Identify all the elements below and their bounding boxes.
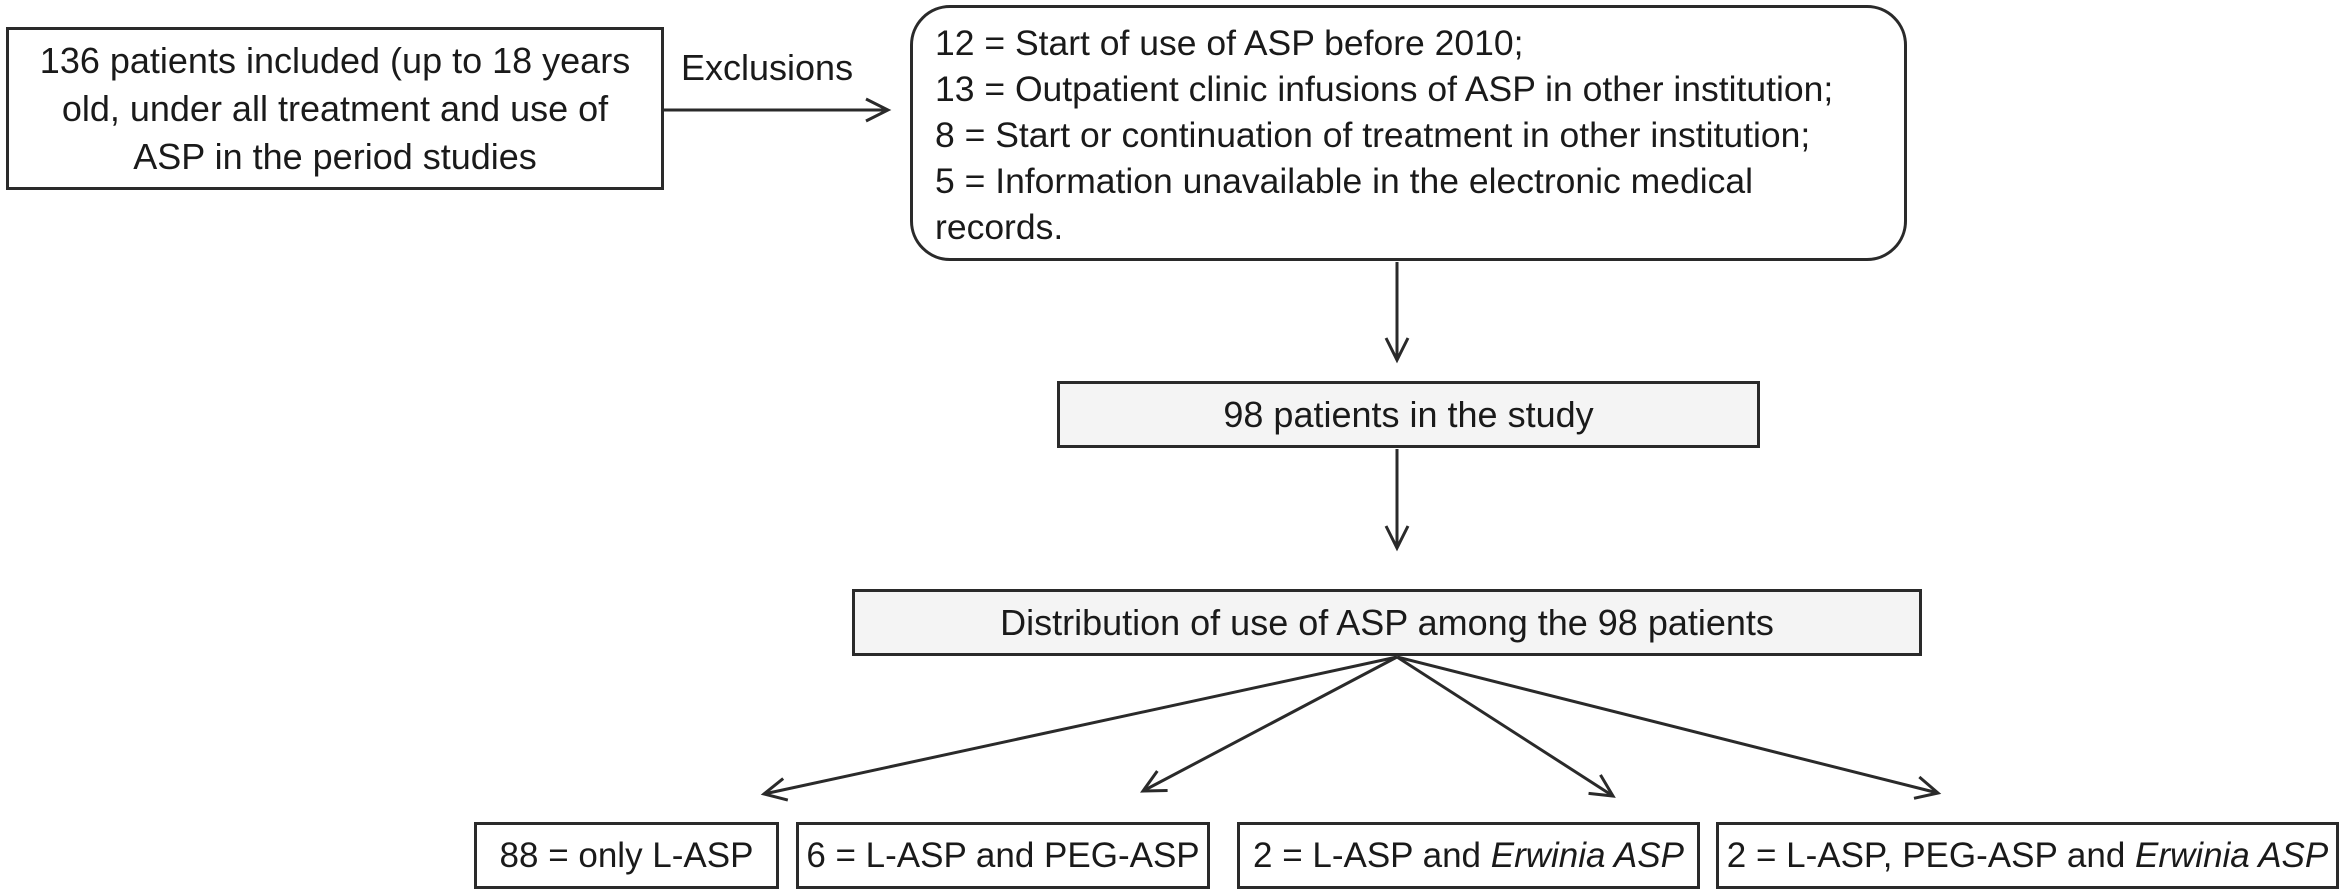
arrow-distribution-to-group-2 [1140,655,1398,793]
arrow-distribution-to-group-1 [760,655,1398,802]
study-label: 98 patients in the study [1223,393,1594,435]
study-patients-box: 98 patients in the study [1057,381,1760,448]
distribution-label: Distribution of use of ASP among the 98 … [1000,601,1774,643]
exclusions-box: 12 = Start of use of ASP before 2010; 13… [910,5,1907,261]
exclusion-item: 12 = Start of use of ASP before 2010; [935,23,1524,63]
group-box-l-asp-peg-asp: 6 = L-ASP and PEG-ASP [796,822,1210,889]
exclusion-item: records. [935,207,1064,247]
included-line-2: old, under all treatment and use of [61,87,609,129]
arrow-distribution-to-group-4 [1396,655,1942,800]
group-label-italic: Erwinia ASP [2135,835,2329,875]
group-box-only-l-asp: 88 = only L-ASP [474,822,779,889]
exclusion-item: 13 = Outpatient clinic infusions of ASP … [935,69,1834,109]
included-patients-box: 136 patients included (up to 18 years ol… [6,27,664,190]
included-line-3: ASP in the period studies [133,135,537,177]
included-line-1: 136 patients included (up to 18 years [39,39,631,81]
exclusion-item: 8 = Start or continuation of treatment i… [935,115,1811,155]
group-label: 6 = L-ASP and PEG-ASP [806,835,1200,875]
group-label-italic: Erwinia ASP [1490,835,1684,875]
group-label: 88 = only L-ASP [499,835,754,875]
group-box-l-asp-peg-asp-erwinia: 2 = L-ASP, PEG-ASP and Erwinia ASP [1716,822,2339,889]
distribution-box: Distribution of use of ASP among the 98 … [852,589,1922,656]
arrow-distribution-to-group-3 [1396,655,1616,798]
group-box-l-asp-erwinia: 2 = L-ASP and Erwinia ASP [1237,822,1700,889]
exclusions-label: Exclusions [681,47,854,88]
group-label: 2 = L-ASP, PEG-ASP and [1726,835,2136,875]
exclusion-item: 5 = Information unavailable in the elect… [935,161,1753,201]
group-label: 2 = L-ASP and [1253,835,1491,875]
